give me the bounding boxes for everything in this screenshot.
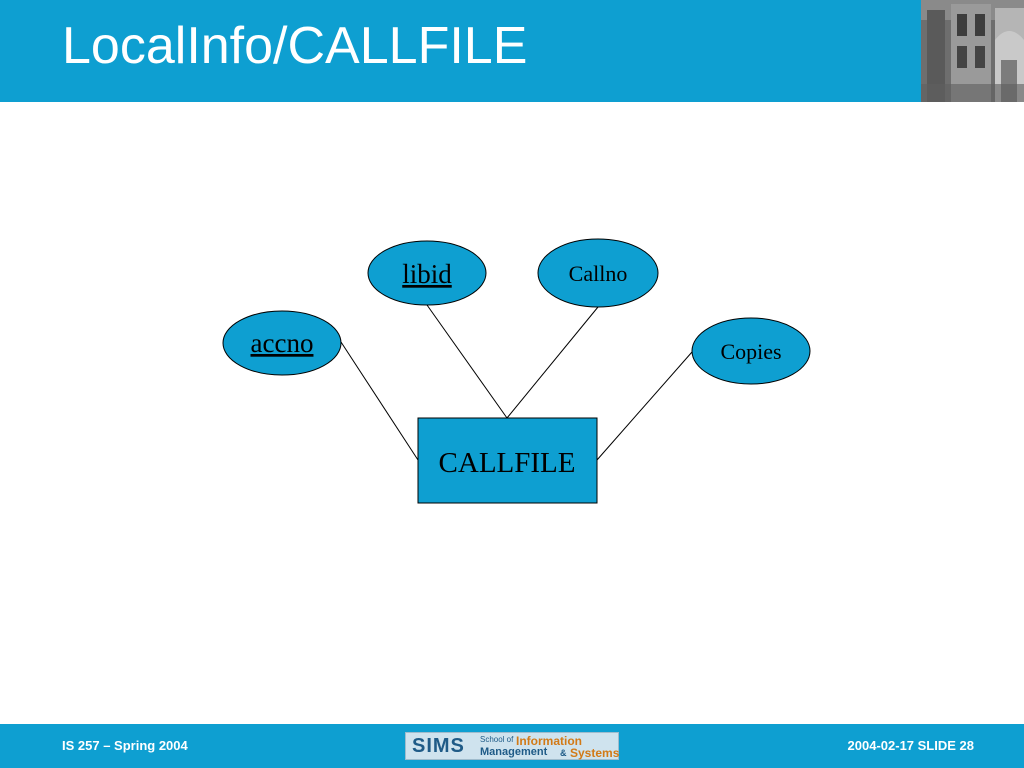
attribute-ellipse [691, 317, 811, 385]
attribute-callno: Callno [537, 238, 659, 308]
attribute-label: Callno [569, 261, 628, 286]
attribute-ellipse [222, 310, 342, 376]
logo-ampersand: & [560, 748, 567, 758]
building-photo [921, 0, 1024, 102]
entity-box [417, 417, 598, 504]
logo-abbr: SIMS [412, 735, 465, 757]
attribute-label: Copies [720, 339, 781, 364]
connector-callno [506, 306, 599, 419]
slide-number: 2004-02-17 SLIDE 28 [847, 738, 974, 753]
slide-footer: IS 257 – Spring 2004 SIMS School of Info… [0, 724, 1024, 768]
connector-libid [426, 304, 508, 419]
logo-school-of: School of [480, 735, 514, 744]
entity-callfile: CALLFILE [417, 417, 598, 504]
logo-information: Information [516, 734, 582, 748]
slide-header: LocalInfo/CALLFILE [0, 0, 1024, 102]
attribute-accno: accno [222, 310, 342, 376]
attribute-copies: Copies [691, 317, 811, 385]
connector-copies [596, 351, 693, 461]
slide-title: LocalInfo/CALLFILE [62, 17, 528, 75]
course-label: IS 257 – Spring 2004 [62, 738, 188, 753]
attribute-label: accno [251, 328, 314, 358]
er-diagram: CALLFILE accno libid Callno Copies [222, 238, 811, 504]
logo-management: Management [480, 746, 548, 758]
attribute-ellipse [537, 238, 659, 308]
attribute-label: libid [402, 259, 452, 289]
logo-wordmark: School of Information Management & Syste… [476, 734, 620, 760]
attribute-ellipse [367, 240, 487, 306]
logo-systems: Systems [570, 746, 620, 760]
sims-logo: SIMS School of Information Management & … [405, 732, 619, 760]
attribute-libid: libid [367, 240, 487, 306]
entity-label: CALLFILE [439, 447, 576, 479]
connector-accno [340, 341, 419, 461]
